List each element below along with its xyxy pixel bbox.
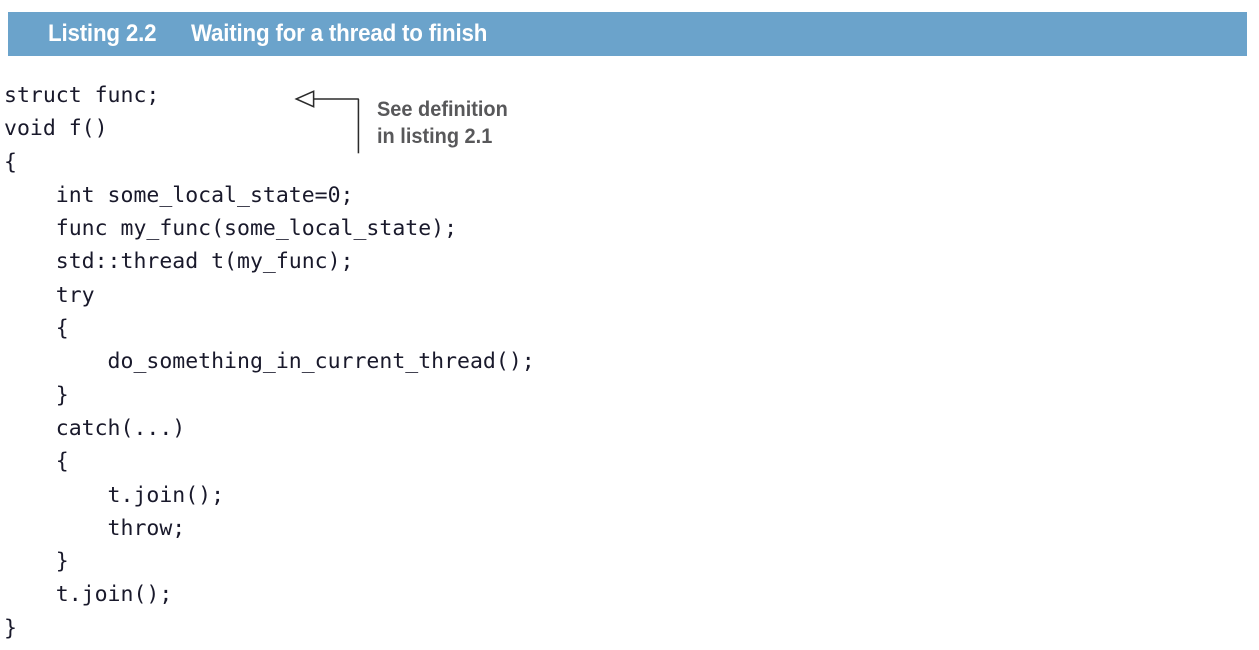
callout-text-block: See definition in listing 2.1: [377, 96, 508, 150]
code-line: std::thread t(my_func);: [4, 249, 354, 275]
code-line: t.join();: [4, 582, 173, 608]
code-line: do_something_in_current_thread();: [4, 349, 535, 375]
code-line: catch(...): [4, 415, 186, 441]
code-line: struct func;: [4, 83, 160, 108]
code-line: t.join();: [4, 482, 225, 508]
callout-text-line-2: in listing 2.1: [377, 125, 493, 148]
code-line: }: [4, 615, 17, 641]
code-line: throw;: [4, 515, 186, 541]
listing-caption-label: Waiting for a thread to finish: [190, 20, 487, 47]
code-listing: struct func; void f() { int some_local_sta…: [4, 79, 535, 645]
code-line: {: [4, 449, 69, 475]
code-line: }: [4, 382, 69, 408]
code-line: try: [4, 282, 95, 308]
callout-leader-line-arrow-icon: [294, 90, 360, 154]
code-line: {: [4, 149, 17, 175]
code-line: int some_local_state=0;: [4, 182, 354, 208]
arrow-left-icon: [294, 90, 315, 108]
callout-text-line-1: See definition: [377, 98, 508, 121]
listing-header-content: Listing 2.2 Waiting for a thread to fini…: [48, 12, 509, 56]
code-line: func my_func(some_local_state);: [4, 216, 458, 242]
listing-number-label: Listing 2.2: [48, 20, 157, 47]
code-line: }: [4, 549, 69, 575]
listing-header-bar: Listing 2.2 Waiting for a thread to fini…: [8, 12, 1247, 56]
code-line: {: [4, 316, 69, 342]
code-line: void f(): [4, 116, 108, 142]
code-annotation-callout: See definition in listing 2.1: [293, 86, 593, 166]
code-lines-container: struct func; void f() { int some_local_sta…: [4, 79, 535, 645]
